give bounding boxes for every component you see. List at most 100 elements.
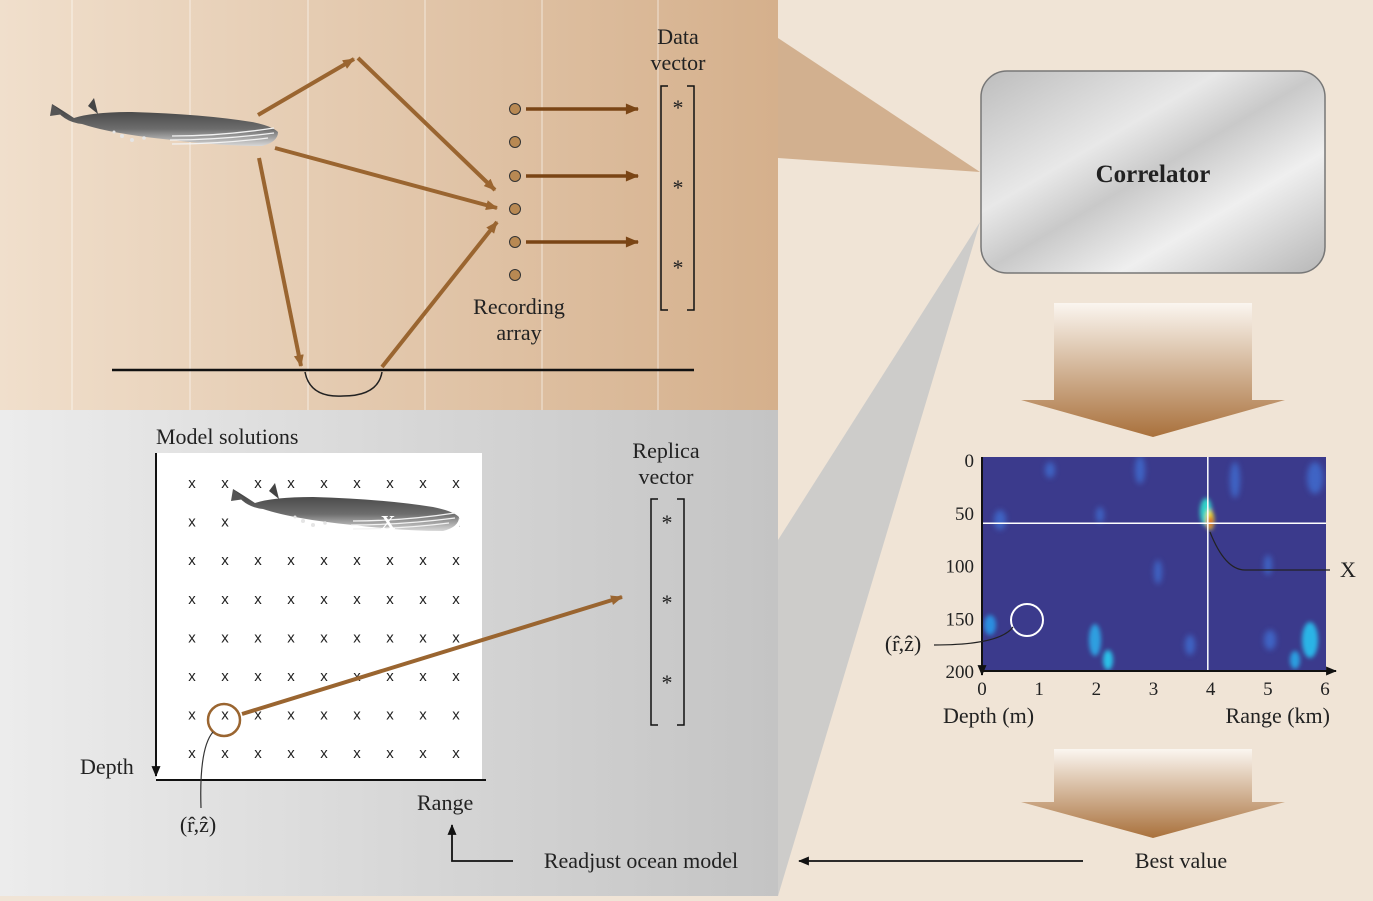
data-vector-entry-2: * [673, 175, 684, 200]
data-vector-entry-1: * [673, 95, 684, 120]
grid-mark: x [386, 707, 394, 724]
correlator-output-arrow [1021, 303, 1285, 437]
grid-mark: x [386, 668, 394, 685]
grid-mark: x [320, 475, 328, 492]
model-solutions-title: Model solutions [156, 424, 298, 449]
grid-mark: x [419, 668, 427, 685]
bottom-bounce-arc [304, 371, 383, 397]
readjust-arrow [447, 824, 513, 862]
y-tick-label: 50 [955, 504, 974, 525]
grid-mark: x [320, 629, 328, 646]
x-tick-label: 3 [1149, 679, 1159, 700]
replica-connector-wedge [778, 222, 980, 896]
grid-mark: x [419, 552, 427, 569]
grid-mark: x [452, 591, 460, 608]
grid-mark: x [419, 745, 427, 762]
grid-mark: x [287, 552, 295, 569]
grid-mark: x [221, 591, 229, 608]
grid-mark: x [452, 552, 460, 569]
data-connector-wedge [778, 38, 980, 172]
data-vector-label-2: vector [651, 50, 707, 75]
y-tick-label: 0 [965, 451, 975, 472]
grid-mark: x [254, 745, 262, 762]
grid-mark: x [452, 629, 460, 646]
grid-mark: x [287, 591, 295, 608]
model-range-label: Range [417, 790, 473, 815]
replica-vector-entry-3: * [662, 670, 673, 695]
grid-mark: x [386, 591, 394, 608]
grid-mark: x [221, 475, 229, 492]
replica-vector-entry-1: * [662, 510, 673, 535]
recording-array-label-2: array [496, 320, 541, 345]
ray-paths [256, 56, 499, 369]
recording-array [509, 103, 521, 281]
replica-vector-brackets [650, 498, 685, 726]
plot-estimate-circle [1010, 603, 1044, 637]
grid-mark: x [452, 668, 460, 685]
grid-mark: x [254, 707, 262, 724]
grid-mark: x [221, 629, 229, 646]
y-tick-label: 200 [946, 662, 975, 683]
grid-mark: x [188, 707, 196, 724]
recording-array-label-1: Recording [473, 294, 565, 319]
grid-mark: x [254, 475, 262, 492]
peak-label: X [1340, 557, 1356, 582]
grid-mark: x [320, 591, 328, 608]
model-depth-label: Depth [80, 754, 134, 779]
grid-mark: x [353, 591, 361, 608]
readjust-label: Readjust ocean model [544, 848, 738, 873]
grid-mark: x [386, 629, 394, 646]
grid-mark: x [452, 745, 460, 762]
grid-mark: x [287, 745, 295, 762]
x-tick-label: 0 [977, 679, 987, 700]
grid-mark: x [419, 591, 427, 608]
grid-mark: x [386, 475, 394, 492]
grid-mark: x [320, 745, 328, 762]
replica-vector-label-2: vector [639, 464, 695, 489]
grid-mark: x [254, 552, 262, 569]
grid-mark: x [320, 552, 328, 569]
correlator-box [980, 70, 1326, 274]
x-tick-label: 5 [1263, 679, 1273, 700]
grid-mark: x [419, 629, 427, 646]
correlator-label: Correlator [1096, 161, 1211, 188]
grid-mark: x [254, 668, 262, 685]
grid-mark: x [452, 707, 460, 724]
replica-vector-entry-2: * [662, 590, 673, 615]
whale-model-icon [231, 483, 459, 537]
plot-depth-label: Depth (m) [943, 703, 1034, 728]
grid-mark: x [221, 668, 229, 685]
ambiguity-blobs [984, 457, 1323, 670]
grid-mark: x [353, 552, 361, 569]
data-vector-label-1: Data [657, 24, 699, 49]
grid-mark: x [254, 629, 262, 646]
grid-mark: x [188, 552, 196, 569]
best-value-label: Best value [1135, 848, 1227, 873]
grid-mark: x [353, 629, 361, 646]
grid-mark: x [221, 707, 229, 724]
grid-mark: x [419, 475, 427, 492]
x-tick-label: 4 [1206, 679, 1216, 700]
replica-arrow [241, 595, 623, 716]
model-estimate-circle [206, 702, 242, 738]
plot-estimate-label: (r̂,ẑ) [885, 631, 921, 656]
grid-mark: x [188, 475, 196, 492]
grid-mark: x [254, 591, 262, 608]
grid-mark: x [353, 475, 361, 492]
model-estimate-label: (r̂,ẑ) [180, 812, 216, 837]
grid-mark: x [287, 668, 295, 685]
model-estimate-leader [200, 731, 214, 809]
x-tick-label: 6 [1320, 679, 1330, 700]
x-tick-label: 1 [1034, 679, 1044, 700]
whale-source-icon [50, 98, 278, 146]
replica-vector-label-1: Replica [632, 438, 699, 463]
plot-output-arrow [1021, 749, 1285, 838]
grid-mark: x [221, 745, 229, 762]
whale-true-position-mark: X [381, 512, 396, 534]
grid-mark: x [353, 707, 361, 724]
grid-mark: x [452, 475, 460, 492]
data-vector-entry-3: * [673, 255, 684, 280]
grid-mark: x [386, 552, 394, 569]
